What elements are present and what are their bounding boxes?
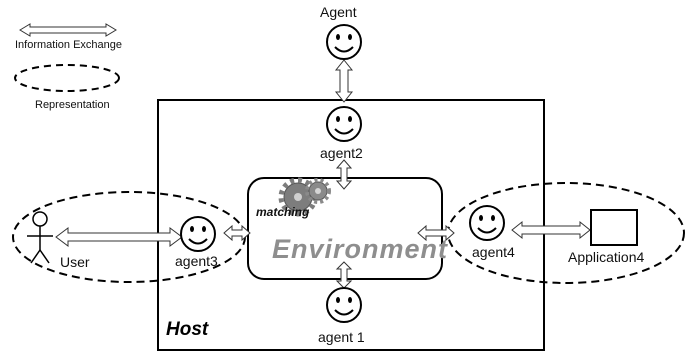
agent1-label: agent 1 — [318, 329, 365, 345]
arrow-environment-agent4 — [417, 224, 455, 242]
arrow-user-agent3 — [55, 227, 183, 247]
agent4-smiley-icon — [469, 205, 505, 241]
agent4-label: agent4 — [472, 244, 515, 260]
legend: Information Exchange Representation — [14, 23, 122, 111]
application-box — [590, 209, 638, 246]
agent1-smiley-icon — [326, 287, 362, 323]
legend-exchange-label: Information Exchange — [15, 39, 122, 51]
agent-top-label: Agent — [320, 4, 357, 20]
arrow-agent4-application — [511, 220, 591, 240]
host-label: Host — [166, 319, 209, 340]
agent3: agent3 — [175, 216, 218, 269]
agent-top: Agent — [320, 4, 362, 60]
legend-representation-label: Representation — [35, 99, 110, 111]
agent2: agent2 — [320, 106, 363, 161]
agent-top-smiley-icon — [326, 24, 362, 60]
arrow-agent2-environment — [335, 159, 353, 190]
arrow-agent3-environment — [223, 224, 251, 242]
arrow-agent-agent2 — [334, 59, 354, 103]
host-box — [157, 99, 545, 351]
legend-double-arrow-icon — [19, 23, 117, 37]
agent2-smiley-icon — [326, 106, 362, 142]
agent3-label: agent3 — [175, 253, 218, 269]
user-stick-figure-icon — [27, 211, 53, 264]
legend-representation-ellipse — [14, 64, 120, 92]
gear-icon — [278, 177, 331, 217]
environment-label: Environment — [272, 234, 448, 264]
user-label: User — [60, 254, 90, 270]
agent1: agent 1 — [318, 287, 365, 345]
agent3-smiley-icon — [180, 216, 216, 252]
matching-label: matching — [256, 205, 310, 219]
agent2-label: agent2 — [320, 145, 363, 161]
application-label: Application4 — [568, 249, 644, 265]
agent4: agent4 — [469, 205, 515, 260]
